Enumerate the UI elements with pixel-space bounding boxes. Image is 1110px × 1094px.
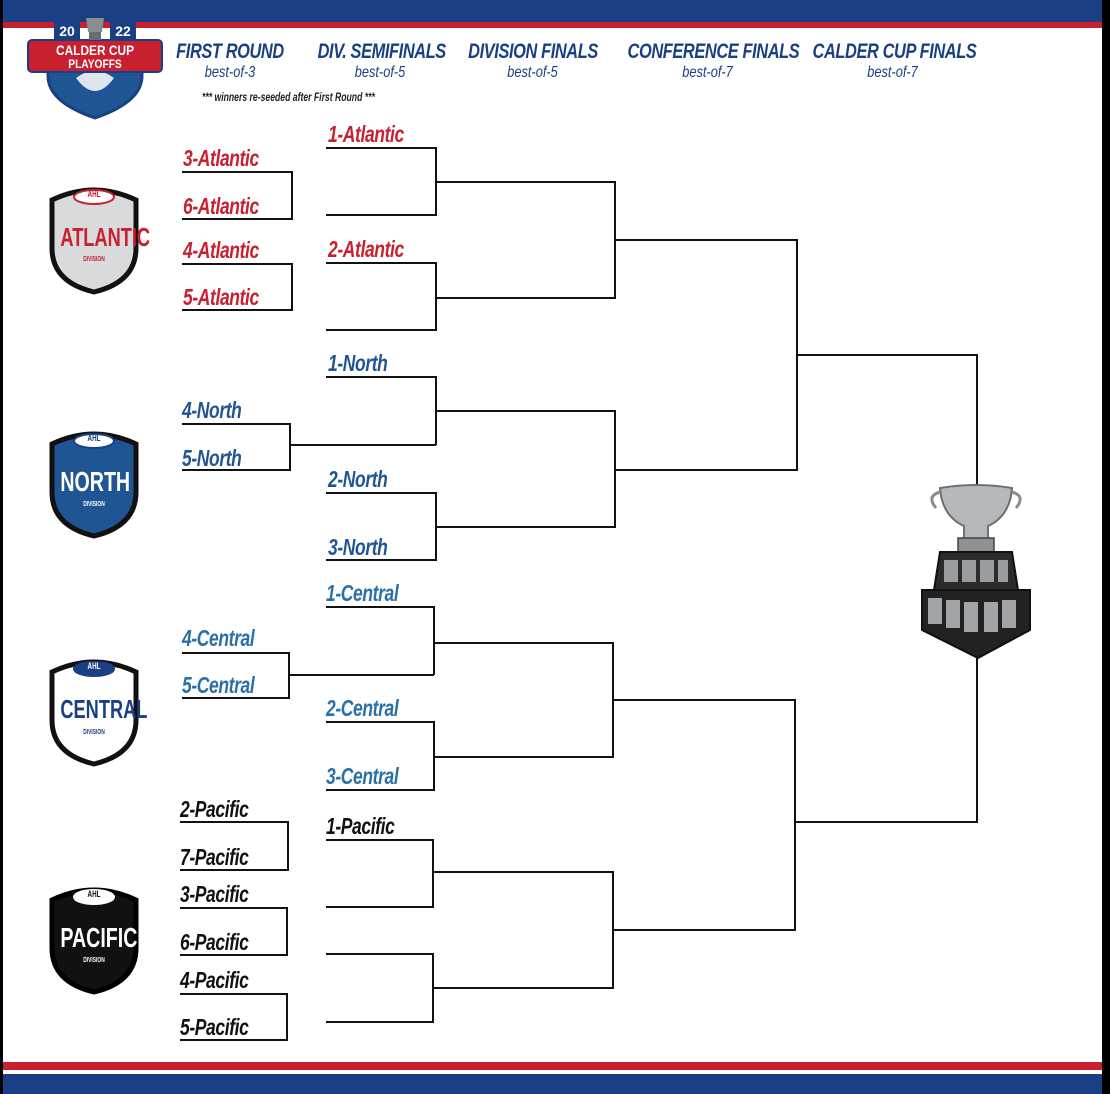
badge-division-name: CENTRAL [60,694,148,724]
reseed-note: *** winners re-seeded after First Round … [202,90,375,104]
logo-year-right: 22 [115,23,131,39]
round-header-div-finals: DIVISION FINALS best-of-5 [450,40,615,82]
round-format: best-of-7 [867,64,918,81]
team-label: 4-Pacific [180,967,249,993]
north-shield-icon [49,431,139,539]
badge-ahl-label: AHL [87,889,101,899]
team-label: 3-North [328,534,388,560]
logo-year-left: 20 [59,23,75,39]
badge-division-sub: DIVISION [83,501,105,508]
badge-division-name: NORTH [60,466,131,497]
bottom-navy-stripe [0,1074,1102,1094]
team-label: 7-Pacific [180,844,249,870]
bottom-red-stripe [0,1062,1102,1070]
team-label: 1-Central [326,580,399,606]
right-frame-edge [1102,0,1110,1094]
team-label: 5-Central [182,672,255,698]
pacific-shield-icon [49,887,139,995]
team-label: 4-Atlantic [183,237,259,263]
team-label: 3-Central [326,763,399,789]
left-frame-edge [0,0,3,1094]
team-label: 5-Pacific [180,1014,249,1040]
badge-division-sub: DIVISION [83,729,105,736]
round-name: DIV. SEMIFINALS [317,40,447,63]
team-label: 5-North [182,445,242,471]
team-label: 4-Central [182,625,255,651]
round-header-first: FIRST ROUND best-of-3 [160,40,300,82]
round-format: best-of-5 [507,64,558,81]
round-name: DIVISION FINALS [468,40,598,63]
round-name: CALDER CUP FINALS [812,40,977,63]
logo-line1: CALDER CUP [55,42,135,58]
badge-ahl-label: AHL [87,661,101,671]
team-label: 2-North [328,466,388,492]
calder-cup-shield-icon [27,18,163,120]
round-header-conf-finals: CONFERENCE FINALS best-of-7 [605,40,810,82]
calder-cup-trophy [918,482,1034,662]
team-label: 4-North [182,397,242,423]
logo-line2: PLAYOFFS [68,57,122,71]
badge-division-name: ATLANTIC [60,222,151,252]
pacific-division-badge: AHL PACIFIC DIVISION [46,884,142,996]
atlantic-shield-icon [49,187,139,295]
round-header-cup-finals: CALDER CUP FINALS best-of-7 [790,40,995,82]
top-navy-stripe [0,0,1102,22]
round-format: best-of-5 [354,64,406,81]
team-label: 3-Pacific [180,881,249,907]
round-format: best-of-3 [204,64,256,81]
atlantic-division-badge: AHL ATLANTIC DIVISION [46,184,151,296]
north-division-badge: AHL NORTH DIVISION [46,428,142,540]
team-label: 6-Pacific [180,929,249,955]
calder-cup-trophy-icon [921,484,1031,660]
team-label: 2-Atlantic [328,236,404,262]
team-label: 6-Atlantic [183,193,259,219]
badge-division-sub: DIVISION [83,256,105,263]
round-name: CONFERENCE FINALS [627,40,800,63]
badge-ahl-label: AHL [87,433,101,443]
central-shield-icon [49,659,139,767]
badge-division-sub: DIVISION [83,957,105,964]
team-label: 1-North [328,350,388,376]
badge-ahl-label: AHL [87,189,101,199]
team-label: 2-Pacific [180,796,249,822]
team-label: 2-Central [326,695,399,721]
round-format: best-of-7 [682,64,733,81]
top-red-stripe [0,22,1102,28]
team-label: 3-Atlantic [183,145,259,171]
badge-division-name: PACIFIC [60,922,138,953]
team-label: 1-Pacific [326,813,395,839]
calder-cup-playoffs-logo: 20 22 CALDER CUP PLAYOFFS [26,14,164,120]
round-header-div-semis: DIV. SEMIFINALS best-of-5 [300,40,460,82]
central-division-badge: AHL CENTRAL DIVISION [46,656,148,768]
team-label: 1-Atlantic [328,121,404,147]
team-label: 5-Atlantic [183,284,259,310]
round-name: FIRST ROUND [176,40,284,63]
